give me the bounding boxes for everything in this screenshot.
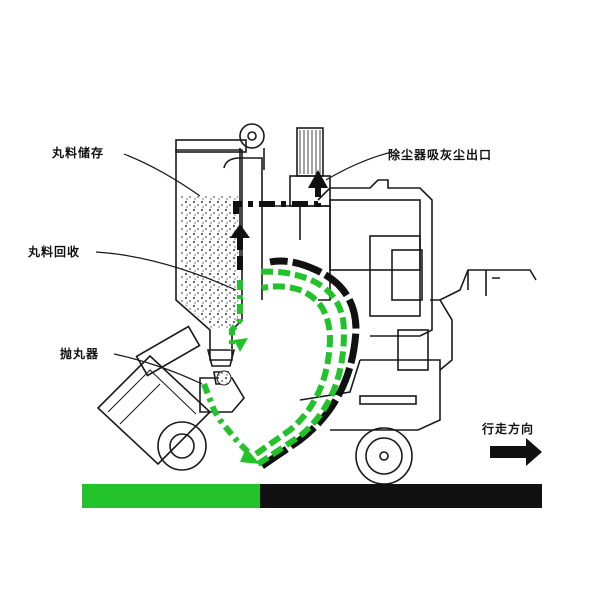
dust-pipe xyxy=(296,127,324,177)
shot-storage-cone xyxy=(180,300,238,328)
label-blaster: 抛丸器 xyxy=(60,347,100,361)
dust-up-arrow-icon xyxy=(308,170,328,188)
label-shot-storage: 丸料储存 xyxy=(52,146,105,160)
elevator-duct xyxy=(223,157,263,300)
machine-body xyxy=(96,123,537,485)
chassis xyxy=(330,359,441,431)
uncleaned-surface xyxy=(260,484,542,508)
front-wheel xyxy=(157,421,207,471)
shot-recovery-arrow-icon xyxy=(240,448,260,464)
label-travel-direction: 行走方向 xyxy=(482,422,535,436)
shot-down-arrow-icon xyxy=(234,338,248,352)
label-shot-recovery: 丸料回收 xyxy=(28,245,81,259)
leader-shot-storage xyxy=(123,153,201,197)
label-dust-outlet: 除尘器吸灰尘出口 xyxy=(388,148,493,162)
cleaned-surface xyxy=(82,484,260,508)
right-arrow-icon xyxy=(490,438,542,466)
shot-storage-fill xyxy=(180,196,238,300)
shot-flow-path xyxy=(201,268,348,467)
handle xyxy=(430,269,537,371)
air-flow-path xyxy=(233,184,360,469)
air-up-arrow-icon xyxy=(230,224,250,238)
leader-dust-outlet xyxy=(325,151,393,181)
leader-shot-recovery xyxy=(95,251,237,291)
filter-housing xyxy=(317,179,433,337)
leader-blaster xyxy=(113,353,203,385)
lifting-eye xyxy=(239,123,265,149)
leader-lines xyxy=(95,151,393,385)
rear-wheel xyxy=(355,427,413,485)
